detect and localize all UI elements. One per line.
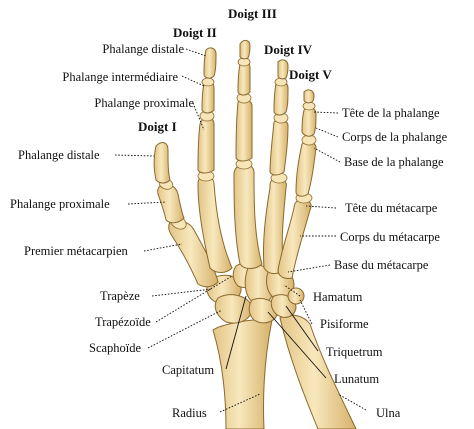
digit-1-bones — [153, 142, 219, 288]
label-ulna: Ulna — [376, 406, 401, 420]
label-phalanx-head: Tête de la phalange — [342, 106, 440, 120]
label-radius: Radius — [172, 406, 207, 420]
label-distal-phalanx-d2: Phalange distale — [102, 42, 184, 56]
label-capitate: Capitatum — [162, 363, 215, 377]
label-digit-4: Doigt IV — [264, 42, 313, 57]
digit-2-bones — [197, 47, 233, 273]
label-digit-3: Doigt III — [228, 6, 277, 21]
label-scaphoid: Scaphoïde — [89, 341, 142, 355]
label-metacarpal-base: Base du métacarpe — [334, 258, 429, 272]
label-distal-phalanx-d1: Phalange distale — [18, 148, 100, 162]
digit-4-bones — [262, 59, 289, 275]
digit-3-bones — [233, 39, 263, 269]
label-lunate: Lunatum — [334, 372, 380, 386]
label-phalanx-body: Corps de la phalange — [342, 130, 448, 144]
label-first-metacarpal: Premier métacarpien — [24, 244, 128, 258]
leader-lines-right — [267, 111, 367, 411]
radius-bone — [212, 319, 273, 429]
ulna-bone — [279, 314, 357, 429]
label-digit-5: Doigt V — [289, 67, 332, 82]
leader-lines-left — [114, 48, 261, 413]
label-trapezoid: Trapézoïde — [95, 315, 151, 329]
label-trapezium: Trapèze — [100, 289, 140, 303]
label-digit-2: Doigt II — [173, 25, 217, 40]
label-metacarpal-body: Corps du métacarpe — [340, 230, 440, 244]
label-proximal-phalanx-d1: Phalange proximale — [10, 197, 110, 211]
label-hamate: Hamatum — [313, 290, 363, 304]
label-proximal-phalanx-d2: Phalange proximale — [94, 96, 194, 110]
digit-5-bones — [277, 89, 317, 279]
label-metacarpal-head: Tête du métacarpe — [345, 201, 438, 215]
label-intermediate-phalanx-d2: Phalange intermédiaire — [62, 70, 178, 84]
label-triquetrum: Triquetrum — [326, 345, 383, 359]
label-pisiform: Pisiforme — [320, 317, 369, 331]
label-digit-1: Doigt I — [138, 119, 177, 134]
label-phalanx-base: Base de la phalange — [344, 155, 444, 169]
